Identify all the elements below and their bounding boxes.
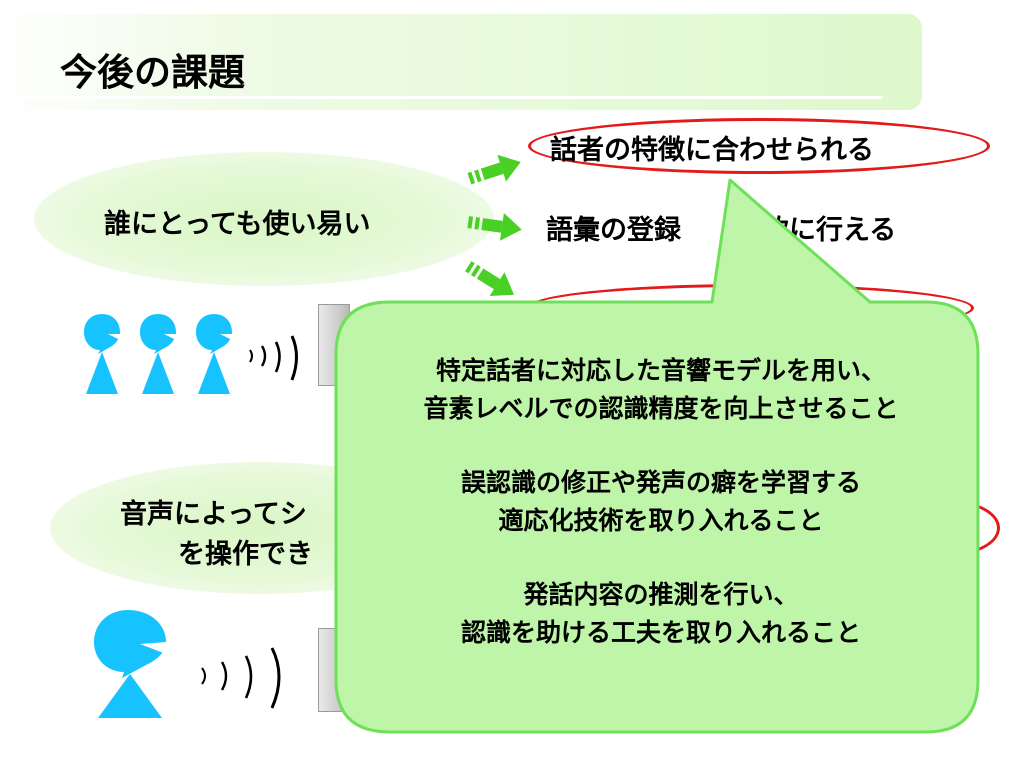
title-bar	[0, 14, 922, 110]
highlight-ellipse	[528, 118, 990, 174]
person-icon	[94, 610, 166, 718]
callout-text: 特定話者に対応した音響モデルを用い、 音素レベルでの認識精度を向上させること 誤…	[344, 352, 978, 652]
cloud-bottom-label-2: を操作でき	[178, 539, 313, 570]
person-icon	[196, 314, 232, 394]
callout-line: 誤認識の修正や発声の癖を学習する	[460, 468, 861, 497]
cloud-top	[34, 152, 494, 286]
callout-line: 音素レベルでの認識精度を向上させること	[423, 394, 899, 423]
sound-wave-icon	[201, 647, 281, 709]
person-icon	[140, 314, 176, 394]
cloud-top-label: 誰にとっても使い易い	[104, 209, 371, 240]
arrow-icon	[465, 261, 515, 297]
feature-item-2: 語彙の登録	[546, 215, 681, 246]
arrow-icon	[467, 154, 521, 185]
title-underline	[0, 96, 882, 99]
feature-item-1: 話者の特徴に合わせられる	[550, 135, 874, 166]
callout-line: 特定話者に対応した音響モデルを用い、	[435, 356, 886, 385]
callout-line: 適応化技術を取り入れること	[498, 506, 824, 535]
cloud-bottom-label-1: 音声によってシ	[120, 499, 307, 530]
sound-wave-icon	[249, 335, 298, 381]
person-icon	[84, 314, 120, 394]
page-title: 今後の課題	[60, 51, 245, 94]
arrow-icon	[467, 212, 522, 241]
callout-line: 発話内容の推測を行い、	[523, 580, 799, 609]
callout-line: 認識を助ける工夫を取り入れること	[460, 618, 861, 647]
